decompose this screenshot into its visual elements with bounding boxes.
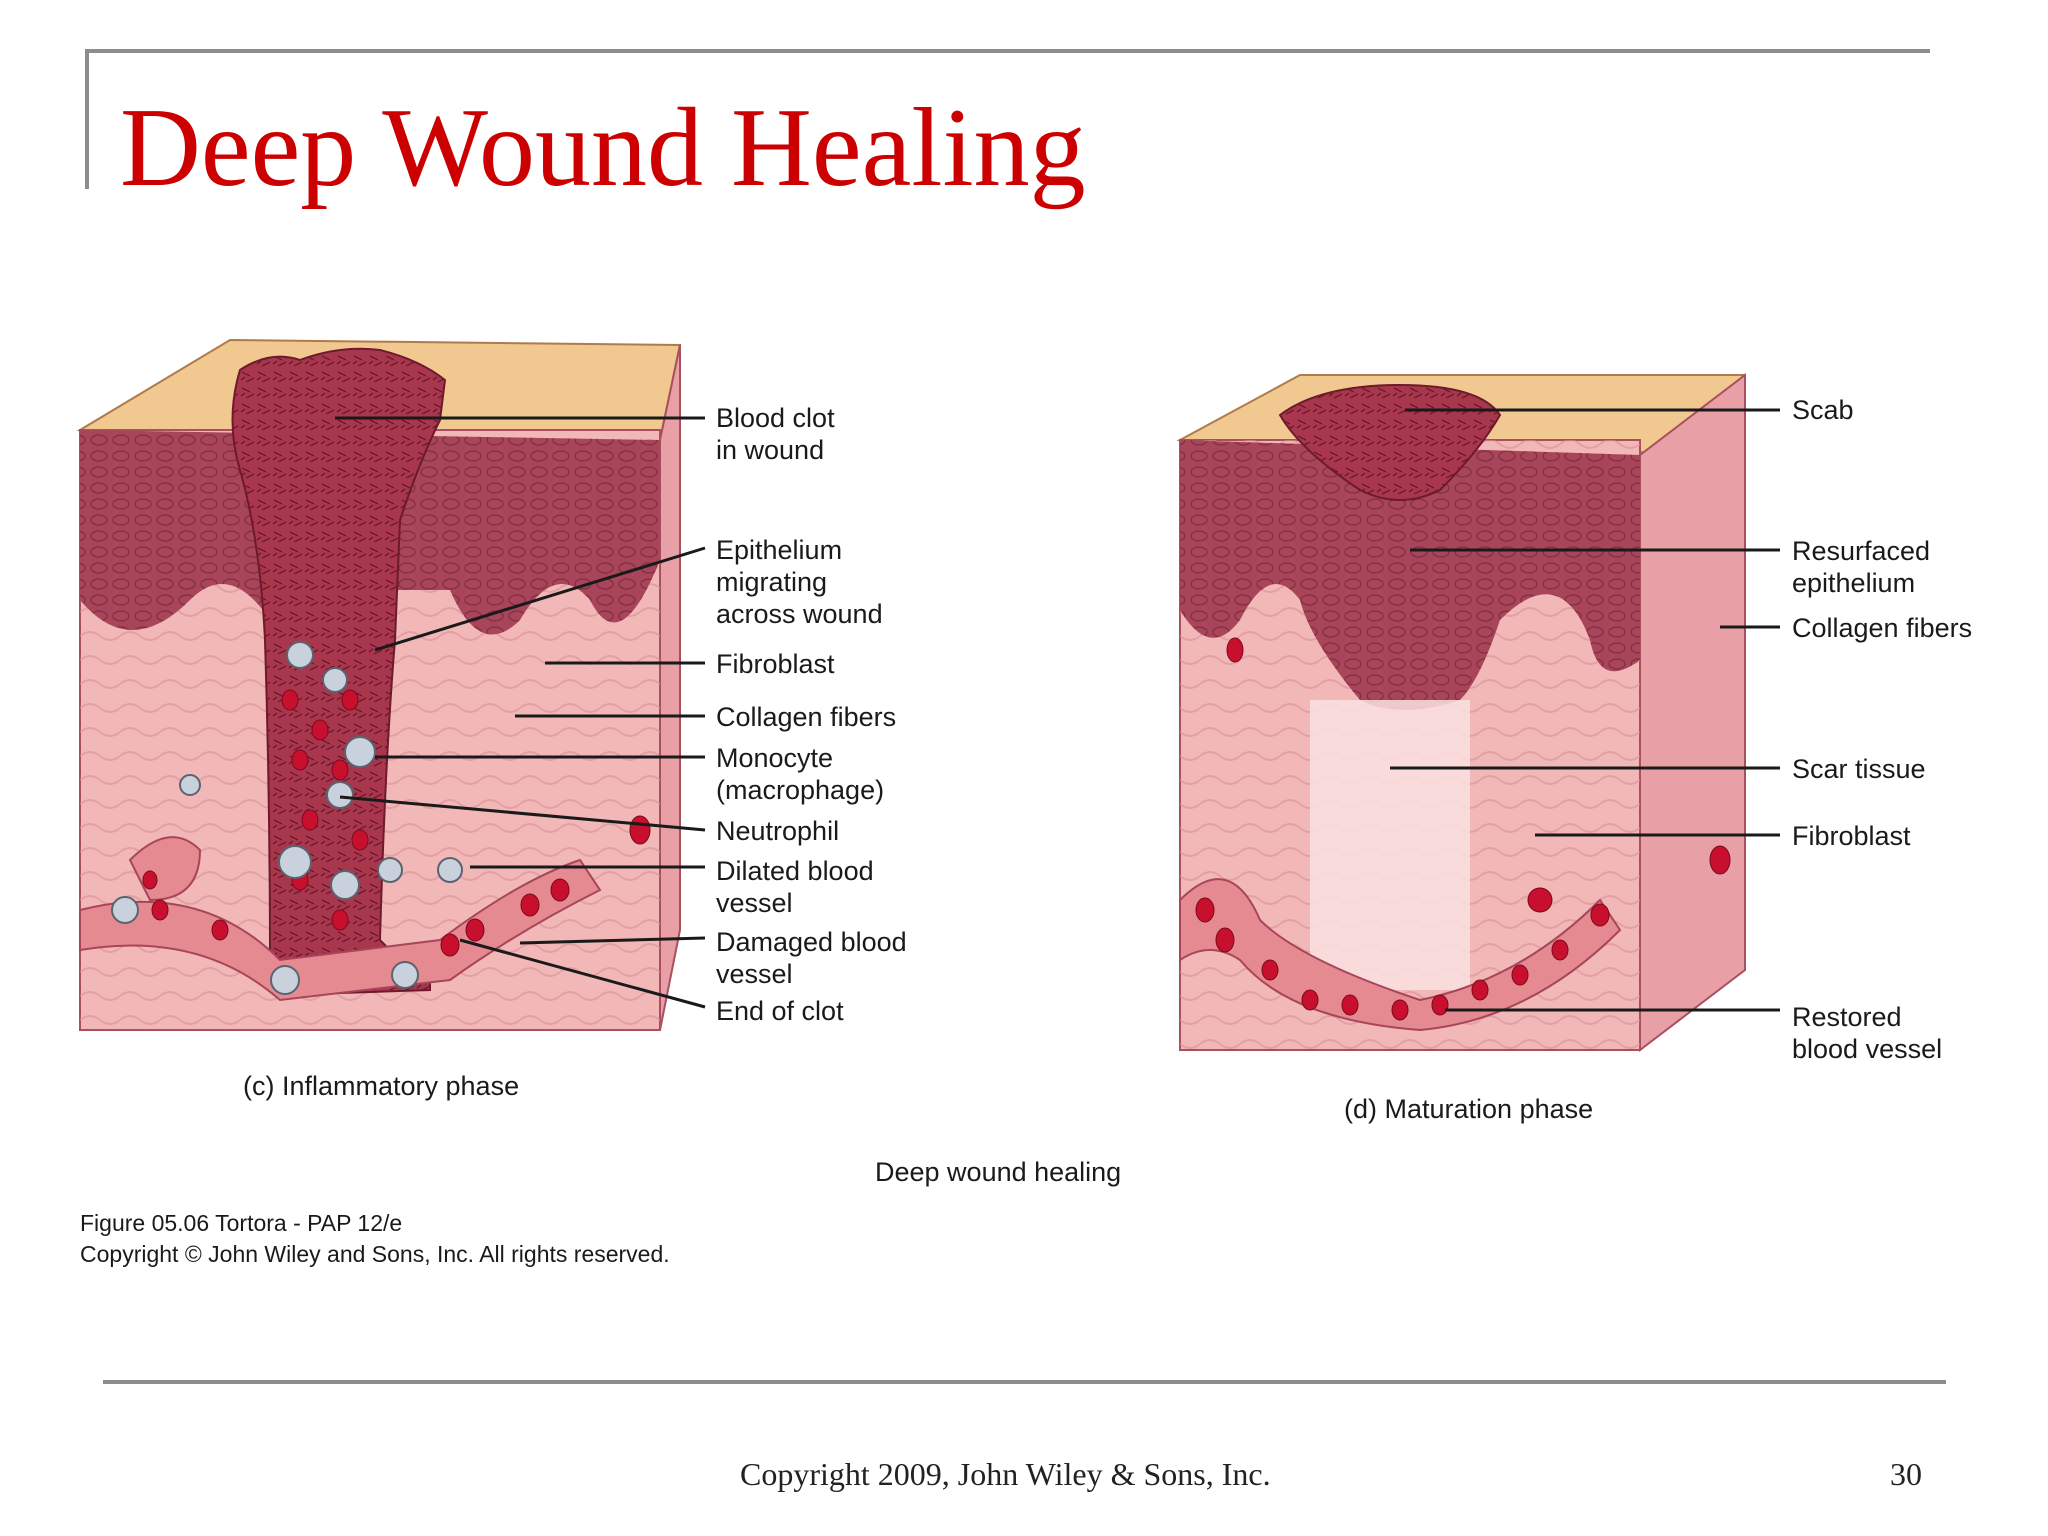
right-scab <box>1278 383 1502 501</box>
caption-inflammatory-phase: (c) Inflammatory phase <box>243 1071 520 1101</box>
right-leader-lines <box>1390 408 1780 1012</box>
left-white-blood-cells <box>111 641 463 995</box>
figure-credit-line-1: Figure 05.06 Tortora - PAP 12/e <box>80 1210 403 1236</box>
label-scab: Scab <box>1792 395 1854 425</box>
figure-credit: Figure 05.06 Tortora - PAP 12/e Copyrigh… <box>80 1208 670 1270</box>
right-red-blood-cells <box>1195 637 1731 1021</box>
label-fibroblast-left: Fibroblast <box>716 649 835 679</box>
right-restored-vessel <box>1179 878 1622 1032</box>
left-red-blood-cells <box>142 689 651 957</box>
right-side-face <box>1639 372 1746 1053</box>
label-fibroblast-right: Fibroblast <box>1792 821 1911 851</box>
label-end-of-clot: End of clot <box>716 996 844 1026</box>
left-damaged-vessel <box>79 858 602 1002</box>
label-scar-tissue: Scar tissue <box>1792 754 1926 784</box>
figure-credit-line-2: Copyright © John Wiley and Sons, Inc. Al… <box>80 1241 670 1267</box>
label-dilated-blood-vessel: Dilated blood vessel <box>716 856 874 918</box>
right-scar-tissue <box>1310 700 1470 990</box>
label-epithelium-migrating: Epithelium migrating across wound <box>716 535 883 629</box>
left-leader-lines <box>335 416 706 1009</box>
label-damaged-blood-vessel: Damaged blood vessel <box>716 927 907 989</box>
top-rule-vertical <box>85 49 89 189</box>
label-resurfaced-epithelium: Resurfaced epithelium <box>1792 536 1931 598</box>
bottom-rule <box>103 1380 1946 1384</box>
slide-title: Deep Wound Healing <box>120 86 1086 210</box>
label-neutrophil: Neutrophil <box>716 816 840 846</box>
right-skin-block <box>1176 372 1746 1053</box>
label-collagen-fibers-left: Collagen fibers <box>716 702 897 732</box>
page-number: 30 <box>1890 1456 1922 1492</box>
label-restored-blood-vessel: Restored blood vessel <box>1792 1002 1943 1064</box>
caption-maturation-phase: (d) Maturation phase <box>1344 1094 1594 1124</box>
figure-title: Deep wound healing <box>875 1157 1122 1187</box>
left-side-face <box>659 344 681 1031</box>
footer-copyright: Copyright 2009, John Wiley & Sons, Inc. <box>740 1456 1271 1492</box>
label-collagen-fibers-right: Collagen fibers <box>1792 613 1973 643</box>
left-skin-block <box>76 338 682 1031</box>
top-rule-horizontal <box>85 49 1930 53</box>
label-blood-clot: Blood clot in wound <box>716 403 835 465</box>
label-monocyte: Monocyte (macrophage) <box>716 743 885 805</box>
